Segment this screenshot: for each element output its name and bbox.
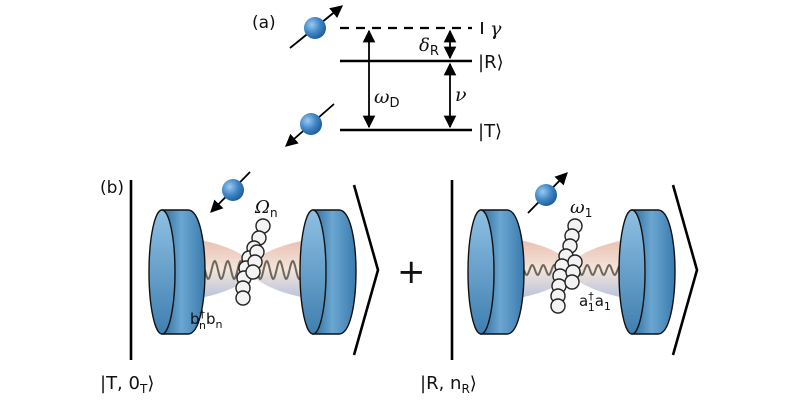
panel-a: (a) γ |R⟩ |T⟩ ωD δR ν — [252, 5, 504, 147]
omega-d-label: ωD — [374, 86, 400, 111]
ion-crystal — [550, 218, 583, 314]
ket-r-label: |R⟩ — [478, 52, 504, 73]
left-mirror — [467, 209, 525, 335]
ion — [564, 274, 580, 290]
spin-up-icon — [527, 172, 568, 214]
right-mirror — [618, 209, 676, 335]
superposition-plus: + — [397, 252, 426, 292]
left-ket-bracket — [352, 184, 380, 356]
panel-a-label: (a) — [252, 13, 276, 33]
spin-up-icon — [289, 5, 343, 49]
phonon-number-operator: b†nbn — [190, 308, 223, 332]
ket-t-label: |T⟩ — [478, 121, 502, 142]
ion — [550, 298, 566, 314]
coupling-omega-1: ω1 — [570, 197, 592, 220]
state-t-label: |T, 0T⟩ — [100, 373, 154, 396]
ion-crystal — [235, 218, 271, 306]
right-mirror — [299, 209, 357, 335]
right-ket: ω1 a†1a1 |R, nR⟩ — [420, 172, 699, 396]
photon-number-operator: a†1a1 — [579, 290, 611, 314]
panel-b-label: (b) — [100, 178, 124, 198]
ion — [235, 290, 251, 306]
nu-label: ν — [455, 84, 467, 106]
spin-down-icon — [285, 103, 335, 147]
left-mirror — [148, 209, 206, 335]
spin-down-icon — [210, 171, 251, 213]
gamma-label: γ — [490, 18, 502, 40]
coupling-omega-n: Ωn — [254, 197, 278, 220]
left-ket: Ωn b†nbn |T, 0T⟩ — [100, 171, 380, 396]
delta-r-label: δR — [419, 35, 439, 59]
ion — [245, 264, 261, 280]
state-r-label: |R, nR⟩ — [420, 373, 477, 396]
right-ket-bracket — [671, 184, 699, 356]
panel-b: (b) Ωn b†nbn — [100, 171, 699, 396]
